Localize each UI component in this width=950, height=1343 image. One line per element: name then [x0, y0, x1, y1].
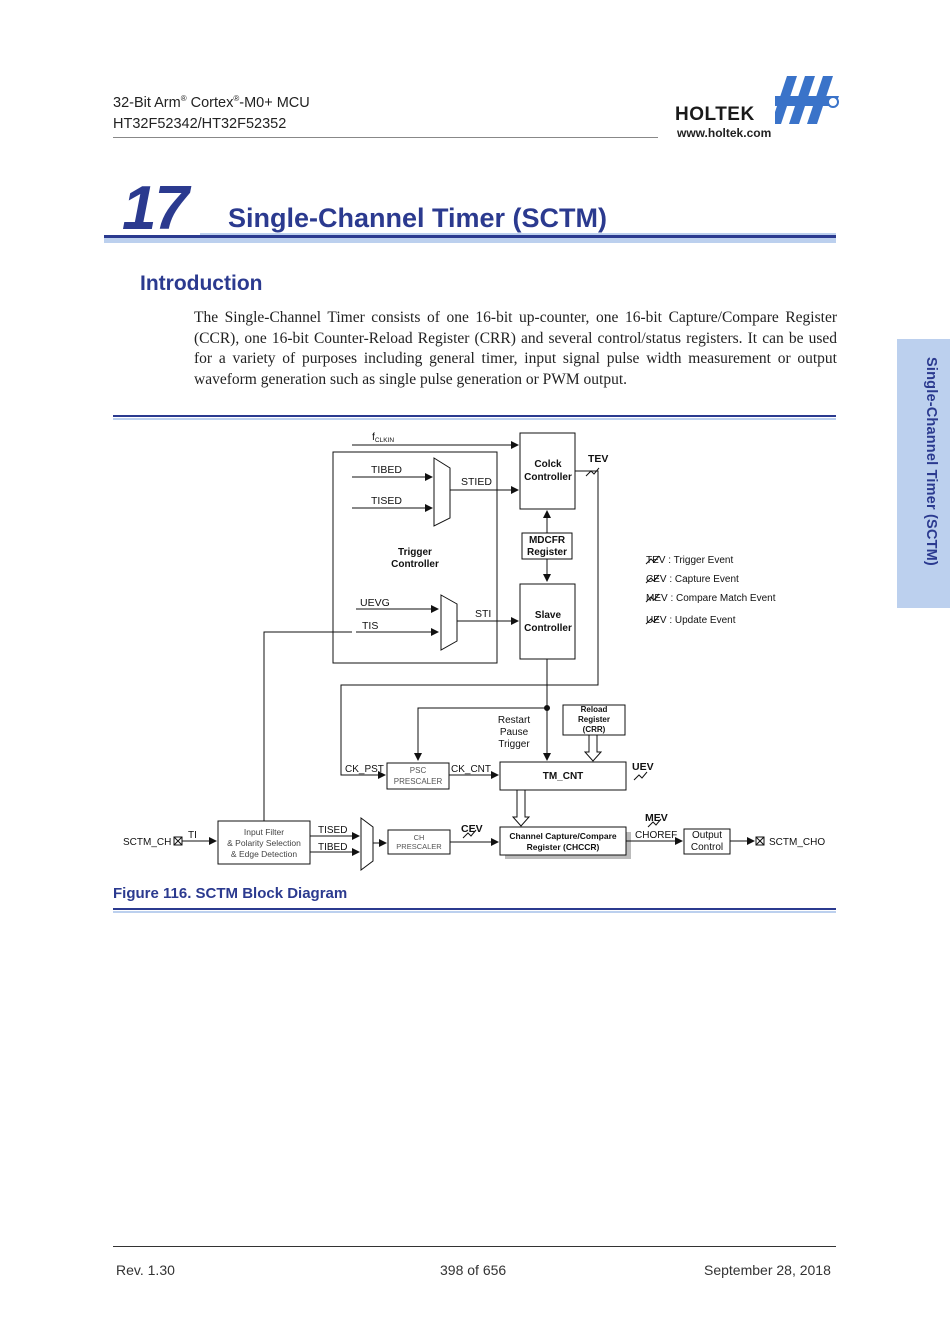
- mev-label: MEV: [645, 812, 668, 824]
- header-part-numbers: HT32F52342/HT32F52352: [113, 116, 287, 132]
- legend-tev: TEV : Trigger Event: [646, 555, 733, 566]
- tibed-label-2: TIBED: [318, 842, 347, 853]
- clock-controller-label-2: Controller: [524, 472, 572, 483]
- uevg-label: UEVG: [360, 597, 390, 609]
- ti-label: TI: [188, 830, 197, 841]
- footer-page-number: 398 of 656: [440, 1262, 507, 1278]
- chapter-title: Single-Channel Timer (SCTM): [228, 203, 608, 233]
- intro-paragraph: The Single-Channel Timer consists of one…: [194, 309, 837, 389]
- psc-prescaler-box: [386, 762, 450, 790]
- chapter-number: 17: [122, 174, 189, 243]
- slave-controller-label-1: Slave: [535, 610, 562, 621]
- psc-label-1: PSC: [410, 766, 427, 775]
- output-control-label-1: Output: [692, 830, 722, 841]
- uev-label: UEV: [632, 761, 654, 773]
- tibed-label: TIBED: [371, 464, 402, 476]
- output-control-label-2: Control: [691, 842, 723, 853]
- figure-rule-top: [113, 415, 836, 417]
- stied-label: STIED: [461, 476, 492, 488]
- tm-cnt-label: TM_CNT: [543, 771, 584, 782]
- reload-label-1: Reload: [581, 705, 608, 714]
- tm-cnt-box: [499, 761, 627, 791]
- side-tab: Single-Channel Timer (SCTM): [897, 339, 950, 608]
- figure-rule-top-shadow: [113, 418, 836, 420]
- chapter-rule-shadow: [104, 238, 836, 243]
- sctm-cho-label: SCTM_CHO: [769, 837, 825, 848]
- figure-rule-bottom: [113, 908, 836, 910]
- trigger-mux-1: [433, 457, 451, 527]
- ck-cnt-label: CK_CNT: [451, 764, 491, 775]
- figure-rule-bottom-shadow: [113, 911, 836, 913]
- header-product-line: 32-Bit Arm® Cortex®-M0+ MCU: [113, 94, 310, 111]
- trigger-label: Trigger: [498, 739, 530, 750]
- chapter-rule: [104, 235, 836, 238]
- filter-label-3: & Edge Detection: [231, 849, 297, 859]
- trigger-mux-2: [440, 594, 458, 651]
- holtek-logo: HOLTEK www.holtek.com: [675, 74, 845, 144]
- side-tab-label: Single-Channel Timer (SCTM): [923, 357, 939, 566]
- footer-revision: Rev. 1.30: [116, 1262, 175, 1278]
- clock-controller-box: [519, 432, 576, 510]
- ch-label-2: PRESCALER: [396, 842, 442, 851]
- sctm-block-diagram: fCLKIN TIBED TISED STIED Trigger Control…: [123, 431, 825, 871]
- chccr-box: [499, 826, 627, 856]
- tised-label-2: TISED: [318, 825, 347, 836]
- logo-text: HOLTEK: [675, 104, 755, 125]
- legend-cev: CEV : Capture Event: [646, 574, 739, 585]
- fclkin-label: fCLKIN: [372, 431, 394, 444]
- psc-label-2: PRESCALER: [394, 777, 443, 786]
- legend-uev: UEV : Update Event: [646, 615, 736, 626]
- sti-label: STI: [475, 608, 491, 620]
- tised-label: TISED: [371, 495, 402, 507]
- reload-label-3: (CRR): [583, 725, 606, 734]
- trigger-controller-box: [332, 451, 498, 664]
- header-rule: [113, 137, 658, 138]
- cev-label: CEV: [461, 823, 483, 835]
- slave-controller-box: [519, 583, 576, 660]
- channel-mux: [360, 817, 374, 871]
- chccr-label-2: Register (CHCCR): [527, 842, 600, 852]
- chapter-rule-accent: [200, 233, 836, 235]
- trigger-controller-label-1: Trigger: [398, 547, 432, 558]
- mdcfr-label-1: MDCFR: [529, 535, 566, 546]
- restart-label: Restart: [498, 715, 530, 726]
- tis-label: TIS: [362, 620, 378, 632]
- logo-url: www.holtek.com: [677, 126, 772, 140]
- sctm-ch-label: SCTM_CH: [123, 837, 171, 848]
- holtek-logo-icon: [775, 76, 839, 124]
- filter-label-1: Input Filter: [244, 827, 284, 837]
- choref-label: CHOREF: [635, 830, 677, 841]
- ck-pst-label: CK_PST: [345, 764, 384, 775]
- reload-label-2: Register: [578, 715, 610, 724]
- section-title: Introduction: [140, 272, 263, 295]
- pause-label: Pause: [500, 727, 529, 738]
- slave-controller-label-2: Controller: [524, 623, 572, 634]
- mdcfr-label-2: Register: [527, 547, 567, 558]
- filter-label-2: & Polarity Selection: [227, 838, 301, 848]
- footer-date: September 28, 2018: [704, 1262, 831, 1278]
- tev-label: TEV: [588, 453, 608, 465]
- footer-rule: [113, 1246, 836, 1247]
- chccr-label-1: Channel Capture/Compare: [509, 831, 616, 841]
- legend-mev: MEV : Compare Match Event: [646, 593, 776, 604]
- ch-label-1: CH: [414, 833, 425, 842]
- clock-controller-label-1: Colck: [534, 459, 562, 470]
- trigger-controller-label-2: Controller: [391, 559, 439, 570]
- figure-caption: Figure 116. SCTM Block Diagram: [113, 885, 348, 902]
